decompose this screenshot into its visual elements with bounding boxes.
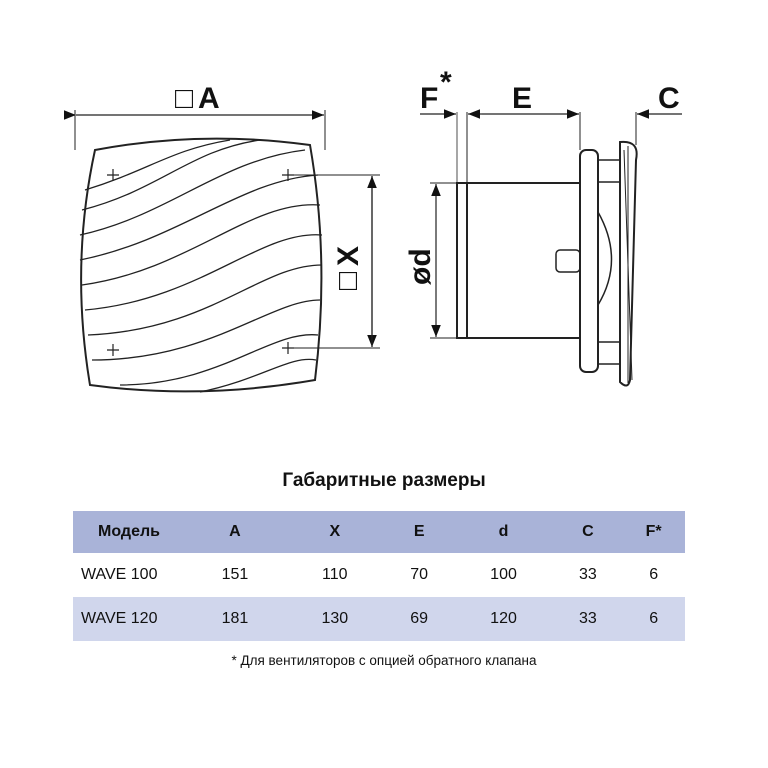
table-row: WAVE 120 181 130 69 120 33 6 bbox=[73, 597, 685, 641]
dimension-label-f: F bbox=[420, 82, 438, 115]
cell-d: 120 bbox=[453, 597, 554, 641]
dimension-label-a: A bbox=[198, 82, 220, 115]
dimension-label-d: ød bbox=[404, 248, 437, 285]
fan-dimension-drawing: □ A □ X F * E C ød bbox=[64, 66, 682, 393]
dimensions-table: Модель A X E d C F* WAVE 100 151 110 70 … bbox=[73, 511, 685, 641]
header-e: E bbox=[384, 511, 454, 553]
cell-model: WAVE 100 bbox=[81, 566, 158, 583]
header-f: F* bbox=[622, 511, 685, 553]
dimension-label-f-star: * bbox=[440, 66, 452, 99]
square-symbol-x: □ bbox=[331, 271, 364, 290]
cell-c: 33 bbox=[553, 597, 623, 641]
header-d: d bbox=[453, 511, 554, 553]
cell-a: 151 bbox=[221, 566, 249, 583]
header-model: Модель bbox=[73, 511, 185, 553]
cell-f: 6 bbox=[649, 566, 659, 583]
cell-e: 69 bbox=[384, 597, 454, 641]
dimension-label-c: C bbox=[658, 82, 680, 115]
table-header-row: Модель A X E d C F* bbox=[73, 511, 685, 553]
cell-model: WAVE 120 bbox=[73, 597, 185, 641]
dimension-label-e: E bbox=[512, 82, 532, 115]
header-a: A bbox=[185, 511, 285, 553]
cell-f: 6 bbox=[622, 597, 685, 641]
cell-d: 100 bbox=[490, 566, 517, 583]
dimension-label-x: X bbox=[332, 246, 365, 266]
square-symbol: □ bbox=[175, 82, 194, 115]
front-view bbox=[64, 110, 380, 393]
table-title: Габаритные размеры bbox=[282, 470, 486, 491]
footnote: * Для вентиляторов с опцией обратного кл… bbox=[231, 653, 537, 668]
table-row: WAVE 100 151 110 70 100 33 6 bbox=[73, 553, 685, 597]
cell-a: 181 bbox=[185, 597, 285, 641]
cell-c: 33 bbox=[578, 566, 597, 583]
header-x: X bbox=[284, 511, 385, 553]
cell-e: 70 bbox=[410, 566, 429, 583]
cell-x: 110 bbox=[322, 566, 348, 583]
side-view bbox=[420, 109, 682, 387]
header-c: C bbox=[553, 511, 623, 553]
cell-x: 130 bbox=[284, 597, 385, 641]
